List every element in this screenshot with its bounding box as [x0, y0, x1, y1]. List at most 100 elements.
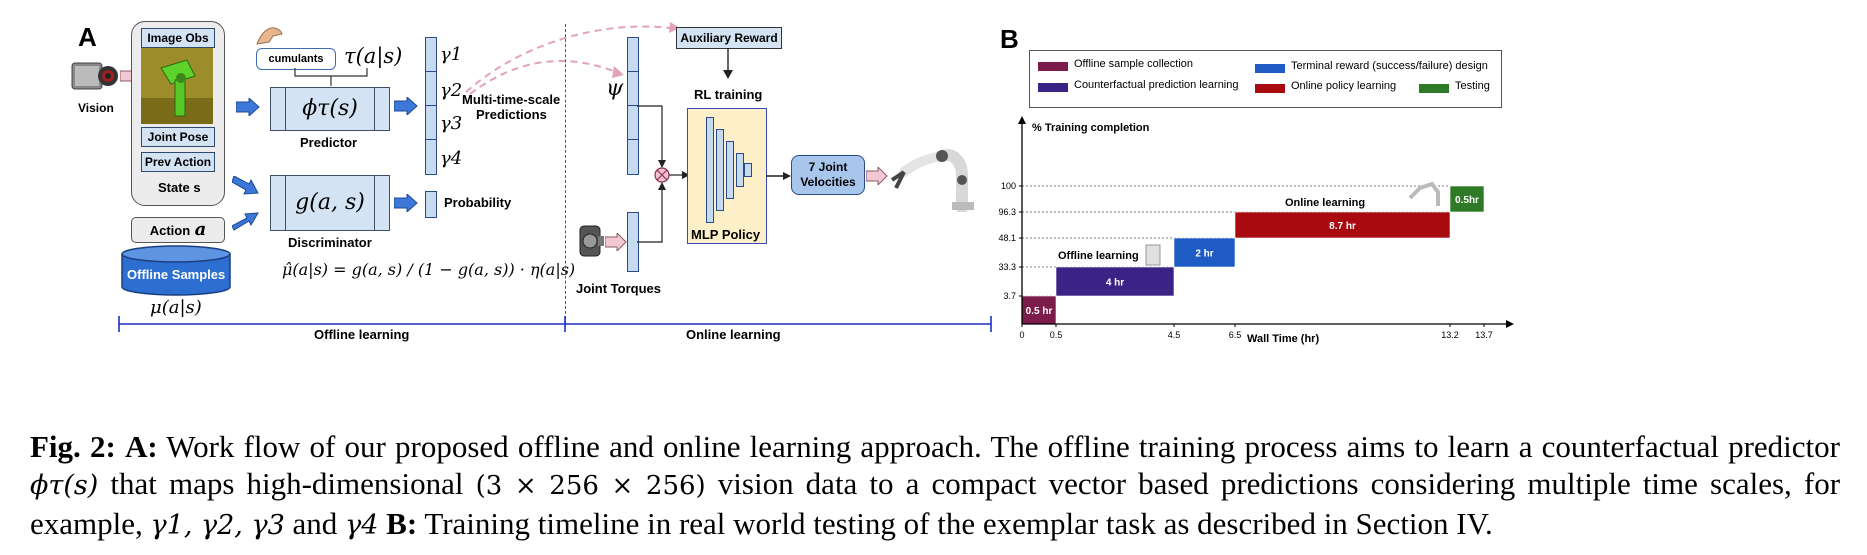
predictions-label: Predictions — [476, 107, 547, 122]
rl-training-label: RL training — [694, 87, 763, 102]
arrow-predictor-gamma — [394, 97, 418, 115]
state-s-label: State s — [158, 180, 201, 195]
timeline-bar-label: 0.5 hr — [1026, 306, 1053, 317]
joint-velocities-line1: 7 Joint — [808, 160, 848, 174]
x-tick-label: 6.5 — [1229, 330, 1242, 340]
gamma-4: γ4 — [440, 148, 463, 169]
caption-text-1: Work flow of our proposed offline and on… — [166, 429, 1840, 464]
joint-torques-label: Joint Torques — [576, 281, 661, 296]
y-tick-label: 48.1 — [998, 233, 1016, 243]
probability-label: Probability — [444, 195, 512, 210]
panel-a-letter: A — [78, 22, 97, 52]
merge-connectors — [637, 105, 690, 243]
legend-swatch-counterfactual — [1038, 83, 1068, 92]
multi-time-scale-label: Multi-time-scale — [462, 92, 561, 107]
action-box: Action a — [131, 217, 225, 243]
server-icon — [1145, 244, 1161, 266]
arrow-state-discriminator — [232, 176, 259, 195]
arrow-discriminator-probability — [394, 194, 418, 212]
mu-label: μ(a|s) — [150, 297, 202, 318]
x-tick-label: 13.2 — [1441, 330, 1459, 340]
tau-label: τ(a|s) — [344, 44, 403, 68]
arrow-state-predictor — [236, 98, 260, 116]
joint-velocities-box: 7 Joint Velocities — [791, 155, 865, 195]
legend-swatch-offline-sample — [1038, 62, 1068, 71]
x-tick-label: 0 — [1019, 330, 1024, 340]
camera-icon — [70, 58, 120, 94]
chart-legend: Offline sample collection Terminal rewar… — [1029, 50, 1502, 108]
legend-label-testing: Testing — [1455, 80, 1490, 92]
arrow-action-discriminator — [232, 212, 259, 231]
gamma-2: γ2 — [440, 80, 463, 101]
psi-label: ψ — [606, 76, 624, 101]
predictor-label: Predictor — [300, 135, 358, 150]
cumulants-box: cumulants — [256, 48, 336, 70]
timeline-bar — [1449, 185, 1485, 213]
motor-icon — [578, 222, 606, 260]
timeline-bar-label: 8.7 hr — [1329, 221, 1356, 232]
legend-swatch-online-policy — [1255, 84, 1285, 93]
offline-samples-label: Offline Samples — [127, 267, 226, 282]
legend-label-terminal-reward: Terminal reward (success/failure) design — [1291, 60, 1488, 72]
legend-label-counterfactual: Counterfactual prediction learning — [1074, 79, 1239, 91]
offline-learning-label: Offline learning — [314, 327, 410, 342]
aux-reward-arrow — [723, 48, 733, 79]
discriminator-box: g(a, s) — [270, 175, 390, 231]
caption-text-3: vision data to a compact vector based pr… — [30, 466, 1841, 541]
action-symbol: a — [194, 219, 207, 240]
mlp-policy-label: MLP Policy — [691, 227, 761, 242]
discriminator-label: Discriminator — [288, 235, 372, 250]
vision-label: Vision — [78, 101, 114, 115]
y-tick-label: 33.3 — [998, 262, 1016, 272]
gamma-vector — [425, 37, 437, 175]
online-learning-annotation: Online learning — [1285, 197, 1365, 209]
cumulants-connector — [294, 68, 368, 86]
legend-swatch-terminal-reward — [1255, 64, 1285, 73]
timeline-bar-label: 2 hr — [1195, 249, 1213, 260]
discriminator-function: g(a, s) — [295, 190, 365, 215]
velocity-arrow — [866, 167, 888, 185]
predictor-box: ϕτ(s) — [270, 87, 390, 131]
robot-arm-icon — [886, 140, 980, 214]
caption-text-2: that maps high-dimensional — [110, 466, 464, 501]
panel-b-letter: B — [1000, 24, 1019, 54]
mu-hat-formula: μ̂(a|s) = g(a, s) / (1 − g(a, s)) · η(a|… — [282, 260, 576, 279]
offline-online-divider — [565, 24, 566, 324]
hand-icon — [255, 24, 285, 48]
timeline-bar — [1173, 237, 1236, 268]
timeline-bar-label: 0.5hr — [1455, 195, 1479, 206]
legend-label-online-policy: Online policy learning — [1291, 80, 1397, 92]
image-obs-thumbnail — [141, 48, 213, 124]
caption-a-label: A: — [124, 429, 158, 464]
joint-pose-box: Joint Pose — [141, 127, 215, 147]
torque-arrow — [605, 233, 627, 251]
x-tick-label: 4.5 — [1168, 330, 1181, 340]
offline-learning-annotation: Offline learning — [1058, 250, 1139, 262]
gamma-3: γ3 — [440, 113, 463, 134]
caption-and: and — [292, 506, 338, 541]
dashed-prediction-arrows — [465, 22, 680, 95]
mlp-policy-box — [687, 108, 767, 244]
caption-dims: (3 × 256 × 256) — [475, 471, 706, 501]
robot-arm-small-icon — [1408, 181, 1440, 206]
auxiliary-reward-box: Auxiliary Reward — [676, 27, 782, 49]
action-label: Action — [149, 223, 191, 238]
online-learning-label: Online learning — [686, 327, 781, 342]
learning-phase-bracket — [118, 316, 992, 332]
joint-velocities-line2: Velocities — [800, 175, 856, 189]
y-tick-label: 100 — [1001, 181, 1016, 191]
predictor-function: ϕτ(s) — [302, 96, 358, 121]
timeline-bar — [1234, 211, 1451, 239]
y-tick-label: 3.7 — [1003, 291, 1016, 301]
x-tick-label: 13.7 — [1475, 330, 1493, 340]
caption-gamma4: γ4 — [345, 510, 379, 541]
x-axis-arrowhead — [1506, 320, 1514, 328]
legend-swatch-testing — [1419, 84, 1449, 93]
y-axis-arrowhead — [1018, 116, 1026, 124]
y-axis-label: % Training completion — [1032, 122, 1150, 134]
x-tick-label: 0.5 — [1050, 330, 1063, 340]
probability-vector — [425, 191, 437, 218]
caption-gammas: γ1, γ2, γ3 — [150, 510, 285, 541]
prev-action-box: Prev Action — [141, 152, 215, 172]
caption-phi: ϕτ(s) — [30, 470, 99, 501]
